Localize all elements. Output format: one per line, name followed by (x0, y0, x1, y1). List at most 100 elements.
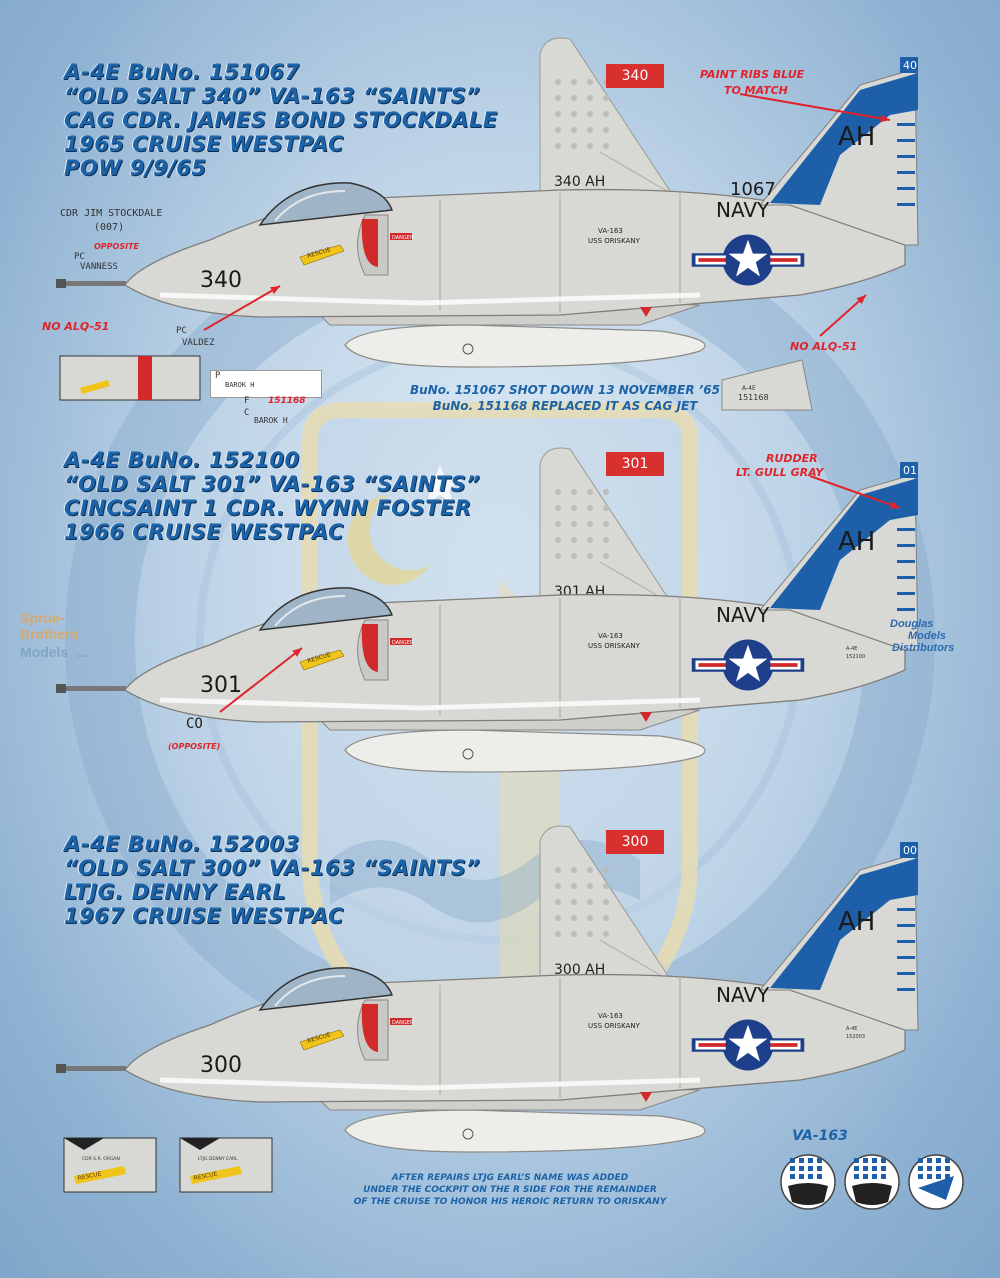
rudder-arrow (809, 475, 901, 509)
section-1-note-alq-right: NO ALQ-51 (790, 340, 858, 353)
helmet-check (863, 1174, 868, 1179)
sprue-logo-line-2: Brothers (20, 626, 79, 642)
helmet-3 (908, 1154, 964, 1210)
fin-inset-rivet (555, 915, 561, 921)
tank-cap (462, 748, 474, 760)
co-label: CO (186, 716, 203, 732)
fin-inset-rivet (571, 915, 577, 921)
rudder-rib (897, 576, 915, 579)
side-number: 301 (200, 673, 242, 698)
fin-inset-rivet (603, 505, 609, 511)
rudder-arrow-head (890, 501, 900, 509)
section-2-title-line-1: A-4E BuNo. 152100 (64, 448, 300, 472)
fin-inset-rivet (555, 79, 561, 85)
rudder-rib (897, 972, 915, 975)
panel-lines (439, 596, 681, 718)
fin-inset-rivet (571, 899, 577, 905)
rudder-rib (897, 528, 915, 531)
helmet-check (927, 1166, 932, 1171)
fin-inset-rivet (555, 127, 561, 133)
section-1-caption-line-2: BuNo. 151168 REPLACED IT AS CAG JET (432, 399, 698, 413)
fin-inset-rivet (571, 79, 577, 85)
co-arrow-head (292, 648, 302, 657)
section-2-title: A-4E BuNo. 152100 “OLD SALT 301” VA-163 … (64, 448, 480, 544)
tail-blue-panel (770, 858, 918, 990)
section-2-side-badge: 301 (606, 452, 664, 476)
detail-pilot-name: LTJG DENNY EARL (198, 1156, 238, 1162)
fin-inset-rivet (587, 143, 593, 149)
helmet-check (945, 1166, 950, 1171)
detail-crop-1 (59, 355, 201, 401)
fuselage (124, 188, 906, 318)
section-2-title-line-2: “OLD SALT 301” VA-163 “SAINTS” (64, 472, 481, 496)
helmet-check (881, 1158, 886, 1163)
detail-stencil-box: P BAROK H (210, 370, 322, 398)
crew-pc-1: PC (74, 252, 85, 262)
detail-text-f: F (244, 396, 250, 406)
fin-inset-rivet (571, 883, 577, 889)
small-buno: 152003 (846, 1034, 865, 1040)
fin-inset-rivet (587, 931, 593, 937)
section-1-title: A-4E BuNo. 151067 “OLD SALT 340” VA-163 … (64, 60, 498, 180)
danger-stencil (390, 1018, 412, 1025)
detail-text-barok-2: BAROK H (254, 416, 288, 425)
helmet-check (918, 1174, 923, 1179)
fin-inset-rivet (555, 521, 561, 527)
fin-inset-rivet (555, 899, 561, 905)
rudder-rib (897, 560, 915, 563)
section-1-caption-line-1: BuNo. 151067 SHOT DOWN 13 NOVEMBER ’65 (410, 383, 720, 397)
refuel-probe (60, 686, 126, 691)
helmet-2 (844, 1154, 900, 1210)
fin-inset-rivet (571, 505, 577, 511)
rudder-rib (897, 608, 915, 611)
helmets-label: VA-163 (792, 1128, 848, 1144)
section-1-title-line-3: CAG CDR. JAMES BOND STOCKDALE (64, 108, 498, 132)
detail-crop-intake (138, 356, 152, 400)
fin-inset-rivet (603, 931, 609, 937)
drop-tank (344, 324, 706, 368)
section-3-title-line-2: “OLD SALT 300” VA-163 “SAINTS” (64, 856, 481, 880)
helmet-visor (788, 1183, 828, 1205)
fin-inset-rivet (555, 553, 561, 559)
crew-pc-2: PC (176, 326, 187, 336)
fin-inset-rivet (571, 489, 577, 495)
fin-inset-rivet (587, 537, 593, 543)
fin-inset-rivet (571, 143, 577, 149)
detail-text-c: C (244, 408, 250, 418)
ship-stencil: USS ORISKANY (588, 237, 641, 245)
tail-code: AH (838, 527, 875, 557)
rudder-rib (897, 107, 915, 110)
helmet-check (854, 1158, 859, 1163)
rudder-rib (897, 988, 915, 991)
rudder-rib (897, 908, 915, 911)
sprue-logo-line-3: Models (20, 644, 69, 660)
fin-inset-rivet (587, 899, 593, 905)
ship-stencil: USS ORISKANY (588, 642, 641, 650)
rudder-rib (897, 892, 915, 895)
helmet-check (918, 1158, 923, 1163)
helmet-visor (852, 1183, 892, 1205)
detail-rescue (74, 1166, 126, 1184)
alq-arrow-right (819, 294, 867, 337)
detail-buno: 151168 (268, 396, 306, 406)
section-1-title-line-1: A-4E BuNo. 151067 (64, 60, 300, 84)
section-3-side-badge: 300 (606, 830, 664, 854)
danger-stencil (390, 638, 412, 645)
helmet-check (936, 1158, 941, 1163)
detail-rescue (190, 1166, 242, 1184)
fin-inset-rivet (571, 127, 577, 133)
drop-tank (344, 729, 706, 773)
tail-code: AH (838, 907, 875, 937)
rudder-rib (897, 956, 915, 959)
fin-inset-rivet (603, 127, 609, 133)
helmet-check (927, 1174, 932, 1179)
detail-crop-frame (59, 355, 201, 401)
section-2-title-line-3: CINCSAINT 1 CDR. WYNN FOSTER (64, 496, 472, 520)
tail-tip (900, 57, 918, 73)
tail-tip (900, 842, 918, 858)
fin-inset-rivet (603, 111, 609, 117)
fin-inset-rivet (555, 95, 561, 101)
panel-lines (439, 191, 681, 313)
